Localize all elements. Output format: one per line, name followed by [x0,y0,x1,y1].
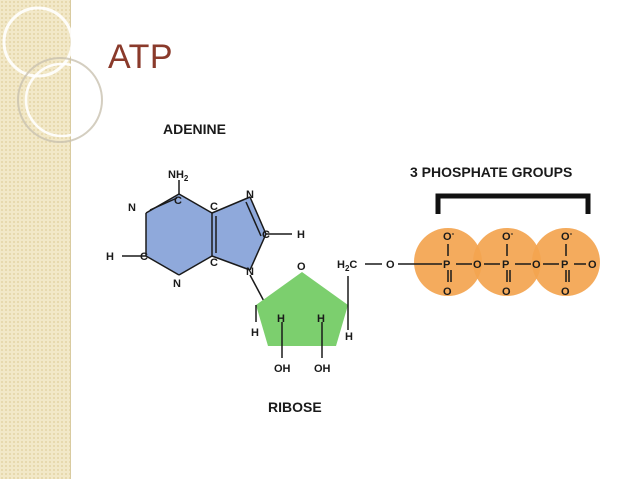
atom-o-minus-3: O- [561,229,573,243]
adenine-label: ADENINE [163,121,226,137]
phosphate-circle-3 [532,228,600,296]
atom-h-c3: H [317,313,325,325]
atom-o-minus-1: O- [443,229,455,243]
atom-h2c: H2C [337,259,357,273]
atom-o-terminal: O [588,259,597,271]
atom-n-bottom: N [173,278,181,290]
atom-oh-2: OH [314,363,331,375]
atom-o-link: O [386,259,395,271]
atom-c-top: C [174,195,182,207]
atom-n-right-top: N [246,189,254,201]
atom-o-bridge-2: O [532,259,541,271]
atom-h-c2: H [277,313,285,325]
ribose-ring [256,272,348,346]
atom-h-right: H [297,229,305,241]
atom-h-left-ribose: H [251,327,259,339]
atom-n-right-bottom: N [246,266,254,278]
phosphate-bonds [398,244,586,282]
decorative-rings [2,6,103,143]
atom-h-right-ribose: H [345,331,353,343]
adenine-six-ring [146,194,212,275]
ribose-bonds [255,263,382,358]
atom-c-mid-bottom: C [210,257,218,269]
atom-c-left: C [140,251,148,263]
atom-nh2: NH2 [168,169,189,183]
atom-o-bridge-1: O [473,259,482,271]
atom-o-double-2: O [502,286,511,298]
slide-title: ATP [108,38,174,76]
atom-o-double-3: O [561,286,570,298]
atom-o-ring: O [297,261,306,273]
atom-n-left: N [128,202,136,214]
atom-h-left: H [106,251,114,263]
atom-p-1: P [443,259,450,271]
atom-oh-1: OH [274,363,291,375]
ribose-label: RIBOSE [268,399,322,415]
atom-c-mid-top: C [210,201,218,213]
phosphate-groups-label: 3 PHOSPHATE GROUPS [410,164,572,180]
phosphate-circle-1 [414,228,482,296]
atom-p-2: P [502,259,509,271]
atom-c-right: C [262,229,270,241]
decorative-left-band [0,0,71,479]
atom-o-double-1: O [443,286,452,298]
atom-o-minus-2: O- [502,229,514,243]
phosphate-circle-2 [473,228,541,296]
phosphate-bracket [435,193,591,214]
atom-p-3: P [561,259,568,271]
